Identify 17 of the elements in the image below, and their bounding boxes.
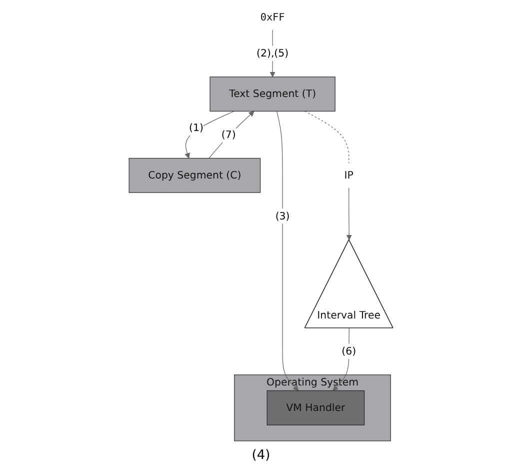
edge-label: (6) [342,344,356,358]
edge-label: (2),(5) [256,47,289,60]
arrow [208,110,254,159]
edge-label: (1) [189,122,204,134]
edge-label: (7) [221,128,236,140]
arrow [276,110,299,391]
node-text: 0xFF [260,11,285,24]
edge-label: (3) [275,210,290,222]
arrow [332,328,350,391]
node-box: VM Handler [266,390,365,426]
node-text: IP [344,169,354,182]
connector [304,110,350,164]
arrow [346,188,352,240]
node-box: Copy Segment (C) [128,158,261,193]
node-box: Text Segment (T) [210,76,336,112]
step-number: (4) [252,448,270,463]
arrow [184,110,234,159]
